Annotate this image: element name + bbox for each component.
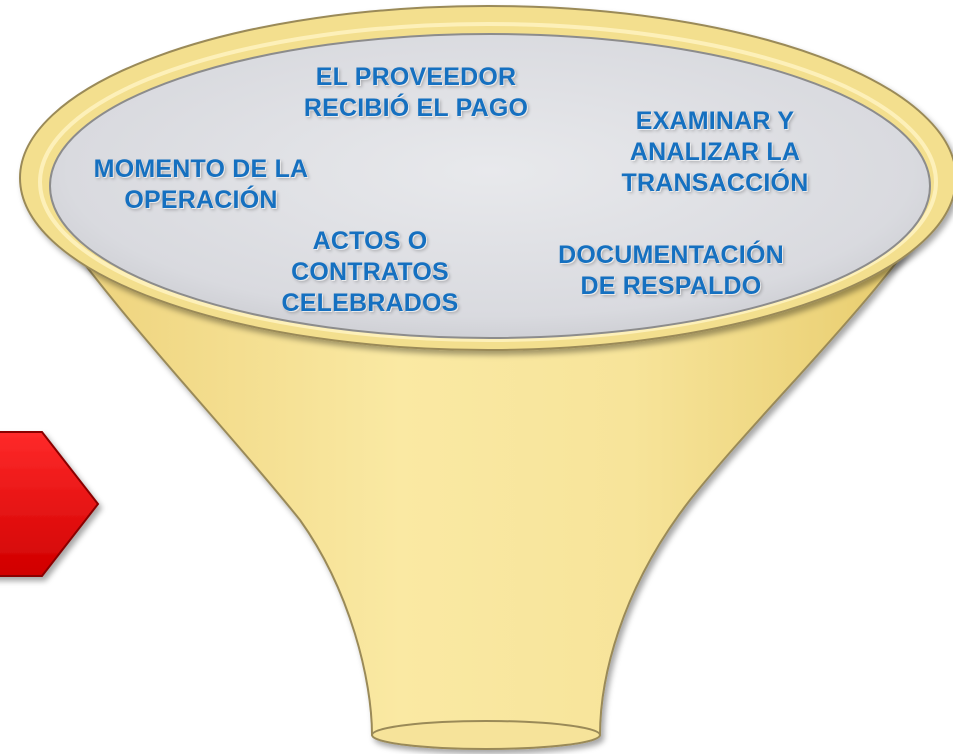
- funnel-item-documentacion-respaldo: DOCUMENTACIÓN DE RESPALDO: [516, 240, 826, 302]
- funnel-item-line: DOCUMENTACIÓN: [558, 241, 784, 269]
- funnel-item-momento-operacion: MOMENTO DE LA OPERACIÓN: [56, 154, 346, 216]
- funnel-item-line: TRANSACCIÓN: [621, 169, 809, 197]
- funnel-item-line: CELEBRADOS: [281, 289, 459, 317]
- funnel-item-actos-contratos: ACTOS O CONTRATOS CELEBRADOS: [250, 226, 490, 319]
- funnel-item-proveedor-pago: EL PROVEEDOR RECIBIÓ EL PAGO: [266, 62, 566, 124]
- funnel-item-line: ACTOS O: [312, 227, 428, 255]
- funnel-item-line: MOMENTO DE LA: [93, 155, 309, 183]
- funnel-item-examinar-transaccion: EXAMINAR Y ANALIZAR LA TRANSACCIÓN: [580, 106, 850, 199]
- funnel-item-line: OPERACIÓN: [124, 186, 278, 214]
- funnel-item-line: EL PROVEEDOR: [315, 63, 517, 91]
- funnel-item-line: RECIBIÓ EL PAGO: [303, 94, 529, 122]
- funnel-item-line: CONTRATOS: [291, 258, 449, 286]
- funnel-item-line: EXAMINAR Y: [635, 107, 795, 135]
- funnel-item-line: DE RESPALDO: [580, 272, 762, 300]
- red-chevron-arrow-icon: [0, 431, 100, 577]
- funnel-item-line: ANALIZAR LA: [629, 138, 801, 166]
- funnel-opening: [49, 33, 931, 339]
